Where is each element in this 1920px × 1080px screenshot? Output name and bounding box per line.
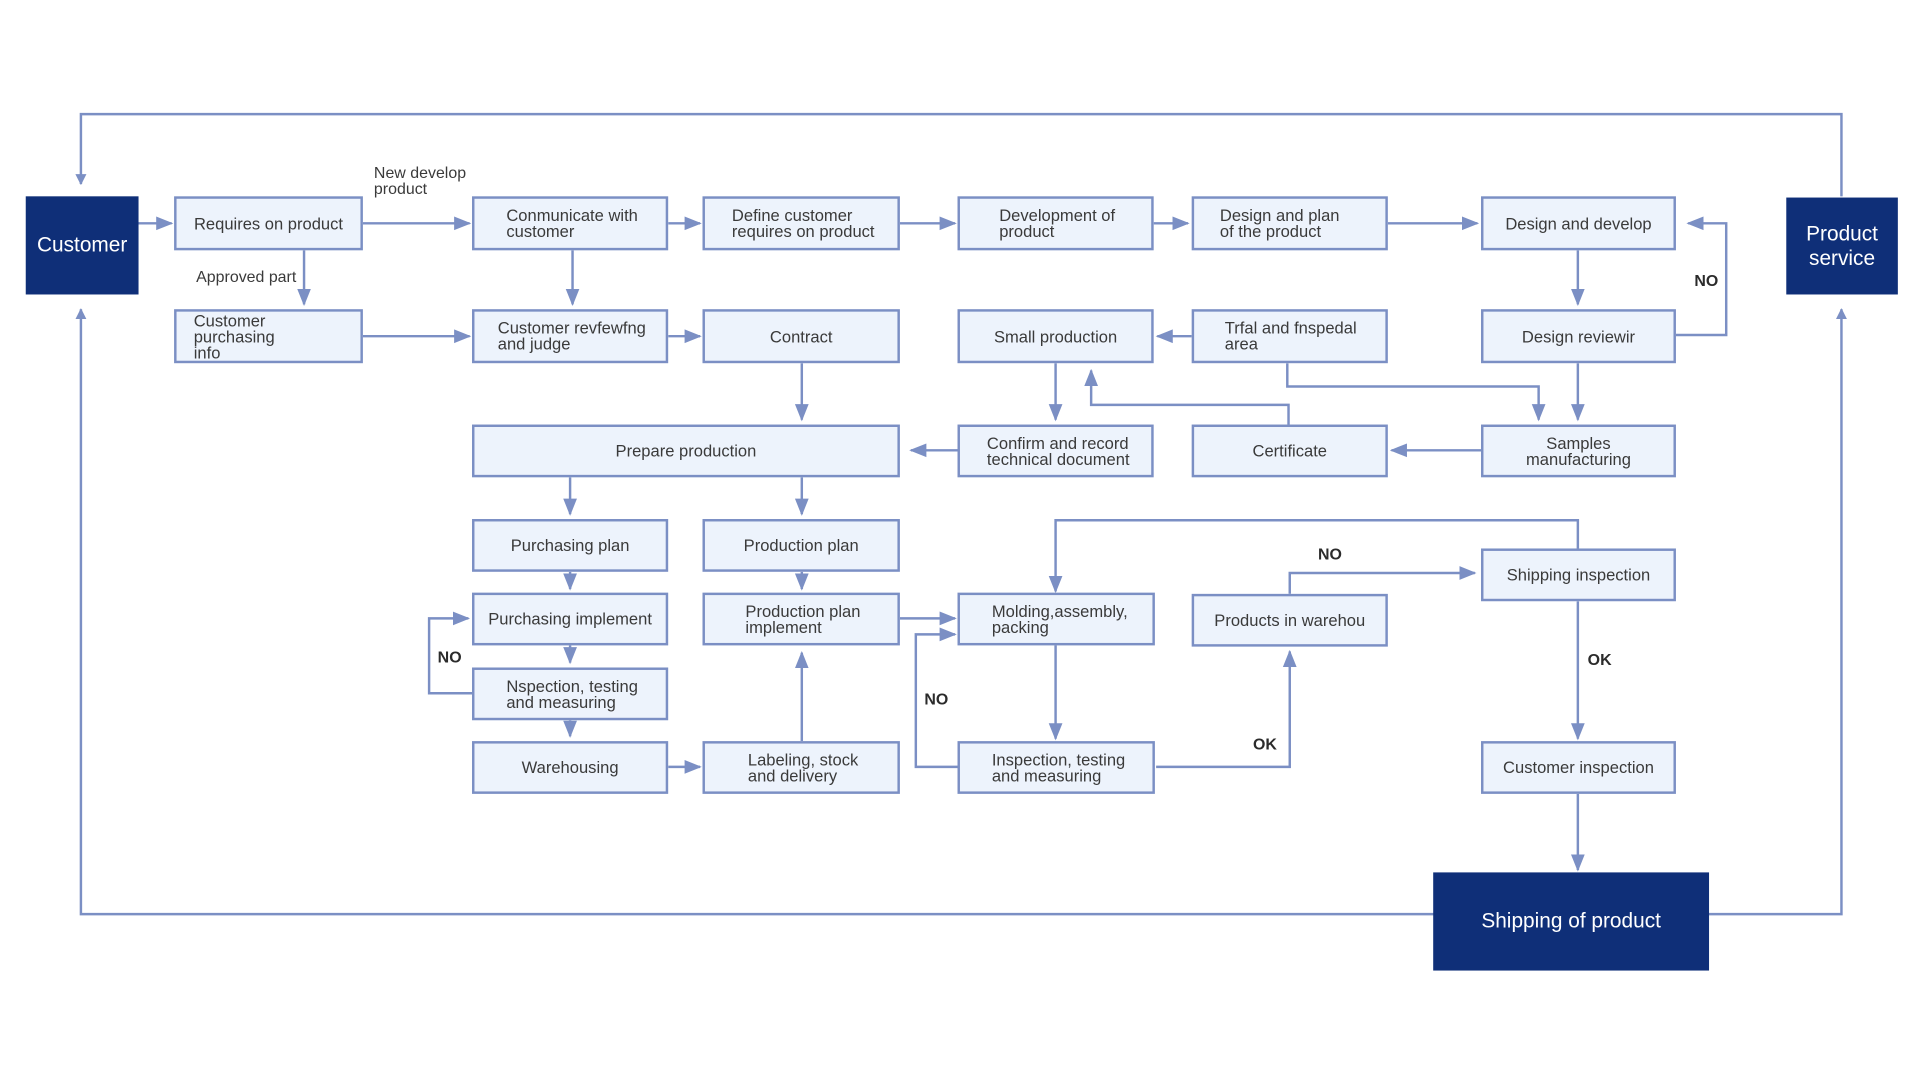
- box-label: Certificate: [1252, 441, 1328, 461]
- box-label: Conmunicate with customer: [506, 206, 638, 241]
- box-label: Production plan implement: [745, 601, 861, 637]
- purchasing-no-label: NO: [437, 647, 462, 667]
- connector: [75, 308, 1435, 916]
- box-label: Customer inspection: [1503, 758, 1654, 777]
- box-label: Inspection, testing and measuring: [991, 750, 1126, 785]
- box-label: Customer revfewfng and judge: [497, 319, 646, 354]
- box-label: Molding,assembly, packing: [991, 601, 1128, 637]
- inspection-testing-measuring-box[interactable]: Nspection, testing and measuring: [472, 667, 669, 721]
- approved-part-label: Approved part: [196, 267, 297, 286]
- connector: [1288, 566, 1477, 594]
- prepare-production-box[interactable]: Prepare production: [472, 424, 900, 478]
- product-service-terminal[interactable]: Product service: [1786, 197, 1898, 295]
- connector: [1675, 216, 1728, 337]
- samples-manufacturing-box[interactable]: Samples manufacturing: [1481, 424, 1676, 478]
- shipping-of-product-terminal[interactable]: Shipping of product: [1433, 872, 1710, 971]
- customer-purchasing-info-box[interactable]: Customer purchasing info: [174, 309, 363, 364]
- connector: [1156, 649, 1297, 769]
- production-plan-implement-box[interactable]: Production plan implement: [702, 592, 900, 646]
- customer-terminal[interactable]: Customer: [25, 196, 139, 295]
- design-and-develop-box[interactable]: Design and develop: [1481, 196, 1676, 251]
- purchasing-plan-box[interactable]: Purchasing plan: [472, 519, 669, 572]
- shipping-ok-label: OK: [1587, 650, 1612, 669]
- connector: [427, 611, 474, 695]
- design-review-no-label: NO: [1694, 271, 1719, 290]
- box-label: Confirm and record technical document: [986, 433, 1130, 469]
- connector: [1084, 368, 1290, 425]
- box-label: Trfal and fnspedal area: [1224, 319, 1357, 354]
- box-label: Samples manufacturing: [1526, 433, 1631, 469]
- new-develop-product-label: New develop product: [373, 163, 467, 198]
- purchasing-implement-box[interactable]: Purchasing implement: [472, 592, 669, 646]
- box-label: Development of product: [999, 206, 1116, 241]
- design-review-box[interactable]: Design reviewir: [1481, 309, 1676, 364]
- shipping-inspection-box[interactable]: Shipping inspection: [1481, 548, 1676, 602]
- customer-inspection-box[interactable]: Customer inspection: [1481, 741, 1676, 794]
- certificate-box[interactable]: Certificate: [1191, 424, 1388, 478]
- products-in-warehouse-box[interactable]: Products in warehou: [1191, 593, 1388, 647]
- connector: [1286, 363, 1546, 422]
- communicate-with-customer-box[interactable]: Conmunicate with customer: [472, 196, 669, 251]
- box-label: Purchasing plan: [510, 536, 630, 555]
- molding-assembly-packing-box[interactable]: Molding,assembly, packing: [957, 592, 1155, 646]
- confirm-and-record-box[interactable]: Confirm and record technical document: [957, 424, 1154, 478]
- warehousing-box[interactable]: Warehousing: [472, 741, 669, 794]
- box-label: Small production: [993, 326, 1118, 346]
- box-label: Requires on product: [193, 214, 344, 233]
- box-label: Labeling, stock and delivery: [747, 750, 859, 785]
- inspection-ok-label: OK: [1252, 734, 1277, 754]
- shipping-no-label: NO: [1317, 544, 1342, 564]
- contract-box[interactable]: Contract: [702, 309, 900, 364]
- trial-area-box[interactable]: Trfal and fnspedal area: [1191, 309, 1388, 364]
- box-label: Contract: [769, 326, 833, 346]
- requires-on-product-box[interactable]: Requires on product: [174, 196, 363, 251]
- inspection-testing-measuring-2-box[interactable]: Inspection, testing and measuring: [957, 741, 1155, 794]
- production-plan-box[interactable]: Production plan: [702, 519, 900, 572]
- box-label: Customer purchasing info: [193, 311, 275, 362]
- box-label: Products in warehou: [1214, 611, 1366, 630]
- design-and-plan-box[interactable]: Design and plan of the product: [1191, 196, 1388, 251]
- box-label: Design reviewir: [1521, 326, 1636, 346]
- box-label: Design and plan of the product: [1219, 206, 1340, 241]
- labeling-stock-delivery-box[interactable]: Labeling, stock and delivery: [702, 741, 900, 794]
- connector: [1048, 519, 1580, 594]
- connector: [75, 112, 1843, 197]
- connector: [1707, 308, 1847, 916]
- box-label: Prepare production: [615, 441, 757, 461]
- box-label: Purchasing implement: [488, 609, 652, 629]
- box-label: Production plan: [743, 536, 859, 555]
- small-production-box[interactable]: Small production: [957, 309, 1154, 364]
- box-label: Define customer requires on product: [731, 206, 875, 241]
- define-customer-requires-box[interactable]: Define customer requires on product: [702, 196, 900, 251]
- box-label: Nspection, testing and measuring: [506, 676, 638, 712]
- box-label: Shipping inspection: [1506, 565, 1651, 585]
- box-label: Design and develop: [1505, 214, 1652, 233]
- customer-review-and-judge-box[interactable]: Customer revfewfng and judge: [472, 309, 669, 364]
- development-of-product-box[interactable]: Development of product: [957, 196, 1154, 251]
- connector: [914, 627, 958, 769]
- box-label: Warehousing: [521, 758, 619, 777]
- molding-no-label: NO: [924, 689, 949, 708]
